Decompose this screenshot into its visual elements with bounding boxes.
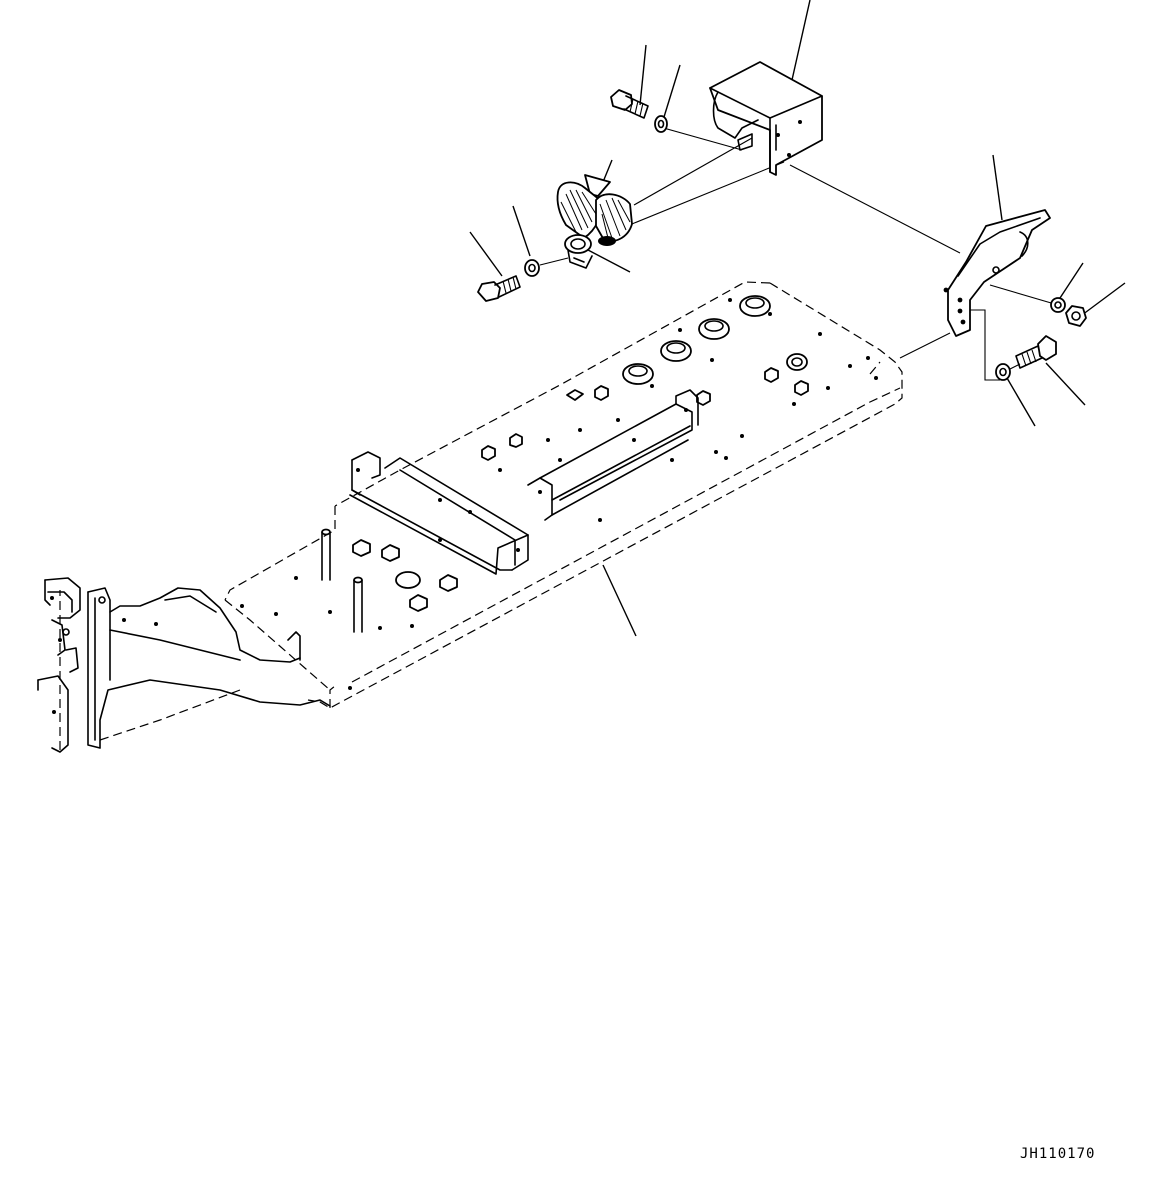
- right-washer: [1050, 297, 1066, 313]
- leader-left-washer: [512, 205, 531, 257]
- leader-side-bolt: [1045, 362, 1086, 406]
- leader-top-washer: [663, 64, 681, 118]
- leader-mounting-bracket: [992, 154, 1003, 221]
- deck-holes: [240, 298, 878, 690]
- posts: [321, 528, 363, 633]
- leader-right-nut: [1081, 282, 1126, 316]
- leader-top-bolt: [639, 44, 647, 106]
- leader-side-washer: [1006, 377, 1036, 427]
- side-bolt: [1015, 335, 1057, 369]
- leader-bracket-cover: [791, 0, 811, 81]
- leader-left-bolt: [469, 231, 503, 277]
- lamp-assembly: [556, 174, 633, 269]
- leader-right-washer: [1059, 262, 1084, 299]
- leader-lamp: [602, 159, 613, 183]
- frame: [37, 281, 903, 753]
- bracket-cover: [709, 61, 823, 176]
- studs: [352, 367, 809, 612]
- drawing-code: JH110170: [1020, 1146, 1096, 1162]
- leader-frame: [602, 564, 637, 637]
- left-bolt: [477, 275, 521, 302]
- cross-channel-right: [527, 389, 699, 521]
- front-end-frame: [37, 577, 331, 753]
- leader-lines: [469, 0, 1126, 637]
- leader-lamp-clamp: [587, 249, 631, 273]
- left-washer: [524, 259, 540, 277]
- top-washer: [654, 115, 668, 133]
- mounting-bracket: [943, 209, 1051, 337]
- top-bolt: [610, 89, 649, 119]
- assembly-lines: [539, 126, 1073, 381]
- side-washer: [995, 363, 1011, 381]
- grommets: [395, 295, 808, 589]
- cross-channel-left: [349, 451, 529, 575]
- right-nut: [1065, 305, 1087, 327]
